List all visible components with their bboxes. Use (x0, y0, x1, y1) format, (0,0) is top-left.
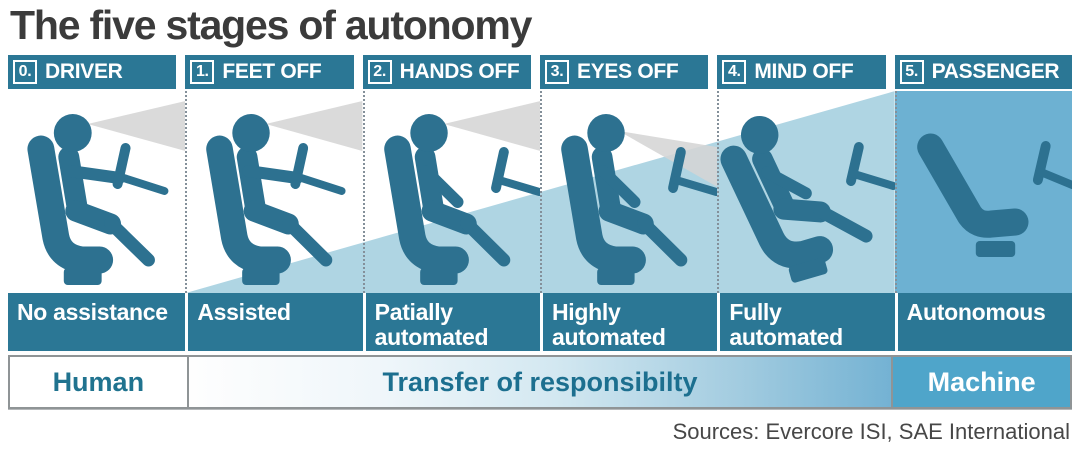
stage-number-badge: 3. (544, 60, 569, 85)
steering-column (1036, 168, 1072, 190)
stage-column-hands-off (362, 91, 540, 294)
person-arm (597, 165, 641, 209)
seat-base (419, 268, 458, 286)
driver-eyes-off-icon (561, 114, 718, 286)
driver-hands-on-wheel-icon (27, 101, 186, 286)
person-leg (282, 216, 333, 267)
stage-header-mind-off: 4. MIND OFF (717, 55, 886, 90)
stage-number-badge: 2. (367, 60, 392, 85)
stage-number-badge: 1. (190, 60, 215, 85)
stage-label-no-assistance: No assistance (8, 293, 186, 352)
stage-label-autonomous: Autonomous (894, 293, 1072, 352)
transfer-cell: Transfer of responsibilty (186, 357, 894, 408)
stage-label-assisted: Assisted (185, 293, 363, 352)
seat-base (597, 268, 635, 286)
stage-number-badge: 4. (722, 60, 747, 85)
steering-column (850, 170, 895, 191)
stage-header-label: FEET OFF (222, 60, 322, 84)
stage-header-feet-off: 1. FEET OFF (185, 55, 354, 90)
person-head (232, 114, 271, 153)
driver-hands-on-wheel-icon (206, 101, 363, 286)
stage-column-eyes-off (539, 91, 718, 294)
stage-icon-columns (8, 91, 1072, 294)
steering-column (672, 176, 718, 197)
car-seat-icon (206, 135, 292, 274)
vision-cone (87, 101, 186, 152)
vision-cone (266, 101, 363, 152)
stage-column-driver (8, 91, 186, 293)
person-arm (242, 165, 304, 185)
person-leg (104, 216, 155, 267)
stage-column-mind-off (717, 91, 895, 294)
steering-column (294, 173, 346, 196)
stage-column-feet-off (185, 91, 363, 294)
person-leg (459, 216, 510, 267)
stage-header-hands-off: 2. HANDS OFF (362, 55, 531, 90)
human-cell: Human (10, 357, 187, 408)
steering-column (116, 173, 169, 196)
car-seat-icon (916, 133, 1029, 238)
car-seat-icon (720, 145, 834, 269)
person-arm (761, 166, 813, 200)
stage-header-label: EYES OFF (576, 60, 679, 84)
stage-number-badge: 0. (13, 60, 37, 85)
stage-label-row: No assistance Assisted Patially automate… (8, 293, 1072, 352)
person-leg (637, 216, 688, 267)
person-arm (63, 165, 126, 185)
person-head (53, 114, 92, 153)
driver-reclined-icon (720, 116, 895, 283)
seat-base (63, 268, 102, 286)
responsibility-bar: Human Transfer of responsibilty Machine (8, 355, 1072, 410)
source-credit: Sources: Evercore ISI, SAE International (672, 419, 1070, 445)
stage-column-passenger (894, 91, 1072, 294)
machine-cell: Machine (893, 357, 1070, 408)
figure: 0. DRIVER 1. FEET OFF 2. HANDS OFF 3. EY… (8, 55, 1072, 410)
person-leg (814, 204, 873, 243)
passenger-column-background (894, 91, 1072, 294)
person-head (741, 116, 779, 155)
stage-header-label: DRIVER (45, 60, 123, 84)
vision-cone (618, 131, 718, 188)
car-seat-icon (561, 135, 646, 274)
stage-label-highly-automated: Highly automated (539, 293, 718, 352)
seat-base (789, 257, 828, 283)
person-head (587, 114, 625, 153)
car-seat-icon (383, 135, 469, 274)
steering-column (494, 176, 540, 197)
stage-label-fully-automated: Fully automated (717, 293, 895, 352)
reclined-person-group (720, 116, 873, 283)
stage-label-partially-automated: Patially automated (362, 293, 540, 352)
stage-header-label: MIND OFF (754, 60, 854, 84)
seat-base (975, 241, 1015, 258)
driver-hands-off-icon (383, 101, 540, 286)
stage-header-label: HANDS OFF (399, 60, 520, 84)
stage-header-row: 0. DRIVER 1. FEET OFF 2. HANDS OFF 3. EY… (8, 55, 1072, 90)
stage-number-badge: 5. (899, 60, 924, 85)
stage-header-label: PASSENGER (931, 60, 1060, 84)
empty-seat-icon (916, 133, 1072, 258)
stage-header-eyes-off: 3. EYES OFF (539, 55, 709, 90)
car-seat-icon (27, 135, 114, 274)
stage-header-passenger: 5. PASSENGER (894, 55, 1072, 90)
icon-area (8, 91, 1072, 294)
person-arm (419, 165, 464, 209)
stage-header-driver: 0. DRIVER (8, 55, 177, 90)
seat-base (242, 268, 280, 286)
person-head (409, 114, 448, 153)
page-title: The five stages of autonomy (10, 2, 532, 48)
vision-cone (443, 101, 540, 152)
